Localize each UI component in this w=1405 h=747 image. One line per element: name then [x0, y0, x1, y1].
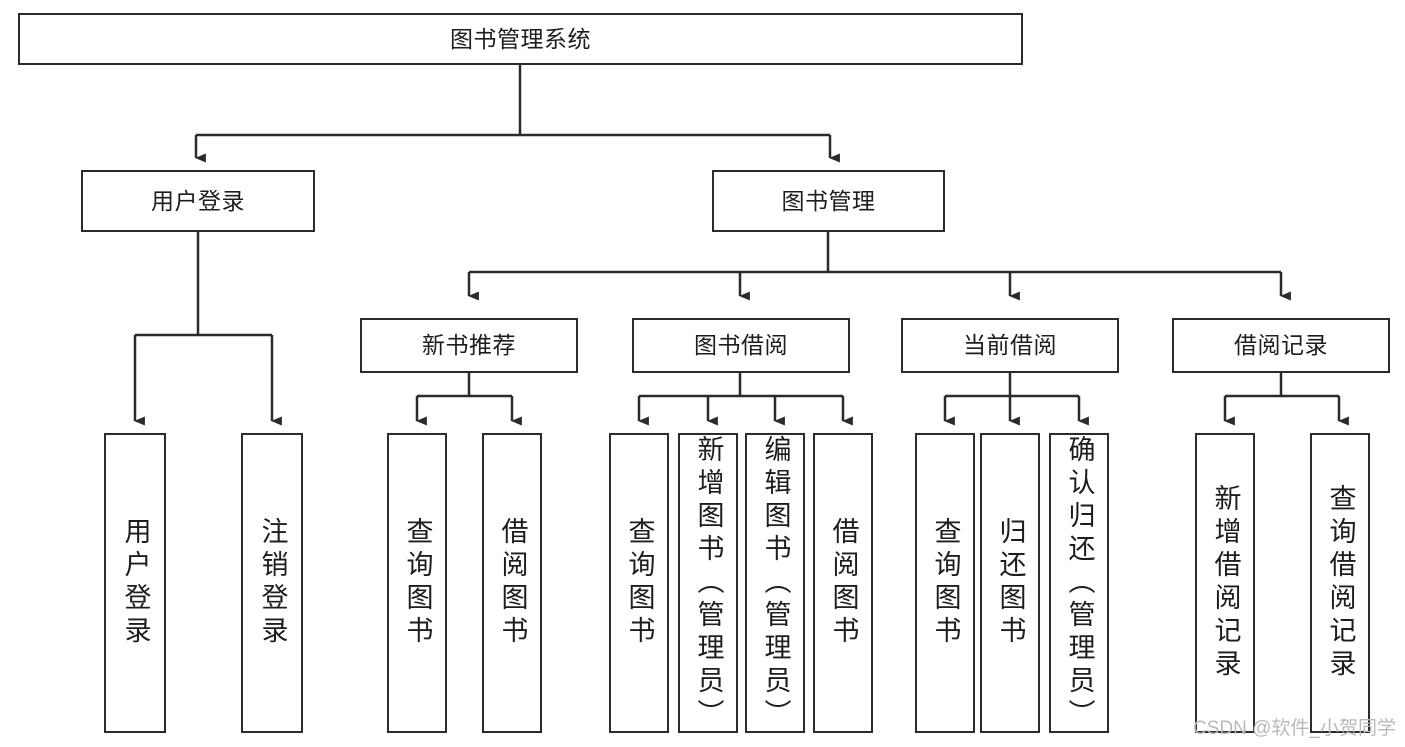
node-leaf-borrow-books[interactable]: 借阅图书 — [813, 433, 873, 733]
node-label: 查询借阅记录 — [1325, 484, 1356, 682]
node-label: 新增借阅记录 — [1210, 484, 1241, 682]
node-current-borrowing[interactable]: 当前借阅 — [901, 318, 1119, 373]
node-leaf-query-books-current[interactable]: 查询图书 — [915, 433, 975, 733]
node-borrow-records[interactable]: 借阅记录 — [1172, 318, 1390, 373]
node-book-management[interactable]: 图书管理 — [712, 170, 945, 232]
node-book-borrowing[interactable]: 图书借阅 — [632, 318, 850, 373]
node-label: 图书管理 — [781, 187, 876, 214]
node-leaf-query-books-recommend[interactable]: 查询图书 — [387, 433, 447, 733]
node-label: 用户登录 — [120, 517, 151, 649]
node-new-book-recommendation[interactable]: 新书推荐 — [360, 318, 578, 373]
node-label: 当前借阅 — [963, 332, 1057, 358]
node-leaf-edit-book-admin[interactable]: 编辑图书（管理员） — [745, 433, 805, 733]
node-leaf-query-borrow-record[interactable]: 查询借阅记录 — [1310, 433, 1370, 733]
node-label: 注销登录 — [257, 517, 288, 649]
node-leaf-query-books-borrow[interactable]: 查询图书 — [609, 433, 669, 733]
node-root-book-management-system[interactable]: 图书管理系统 — [18, 13, 1023, 65]
node-leaf-confirm-return-admin[interactable]: 确认归还（管理员） — [1049, 433, 1109, 733]
node-label: 借阅图书 — [497, 517, 528, 649]
node-leaf-add-borrow-record[interactable]: 新增借阅记录 — [1195, 433, 1255, 733]
node-label: 查询图书 — [930, 517, 961, 649]
node-label: 查询图书 — [402, 517, 433, 649]
node-label: 图书借阅 — [694, 332, 788, 358]
node-label: 借阅图书 — [828, 517, 859, 649]
node-label: 新增图书（管理员） — [693, 434, 724, 732]
node-label: 图书管理系统 — [450, 25, 591, 52]
node-leaf-add-book-admin[interactable]: 新增图书（管理员） — [678, 433, 738, 733]
node-label: 用户登录 — [151, 187, 245, 214]
node-leaf-logout[interactable]: 注销登录 — [241, 433, 303, 733]
node-user-login[interactable]: 用户登录 — [81, 170, 315, 232]
node-leaf-borrow-books-recommend[interactable]: 借阅图书 — [482, 433, 542, 733]
node-label: 查询图书 — [624, 517, 655, 649]
node-label: 编辑图书（管理员） — [760, 434, 791, 732]
node-label: 借阅记录 — [1234, 332, 1328, 358]
node-label: 确认归还（管理员） — [1064, 434, 1095, 732]
node-label: 新书推荐 — [422, 332, 516, 358]
node-leaf-return-books[interactable]: 归还图书 — [980, 433, 1040, 733]
node-leaf-user-login[interactable]: 用户登录 — [104, 433, 166, 733]
watermark: CSDN @软件_小贺同学 — [1193, 718, 1396, 739]
node-label: 归还图书 — [995, 517, 1026, 649]
